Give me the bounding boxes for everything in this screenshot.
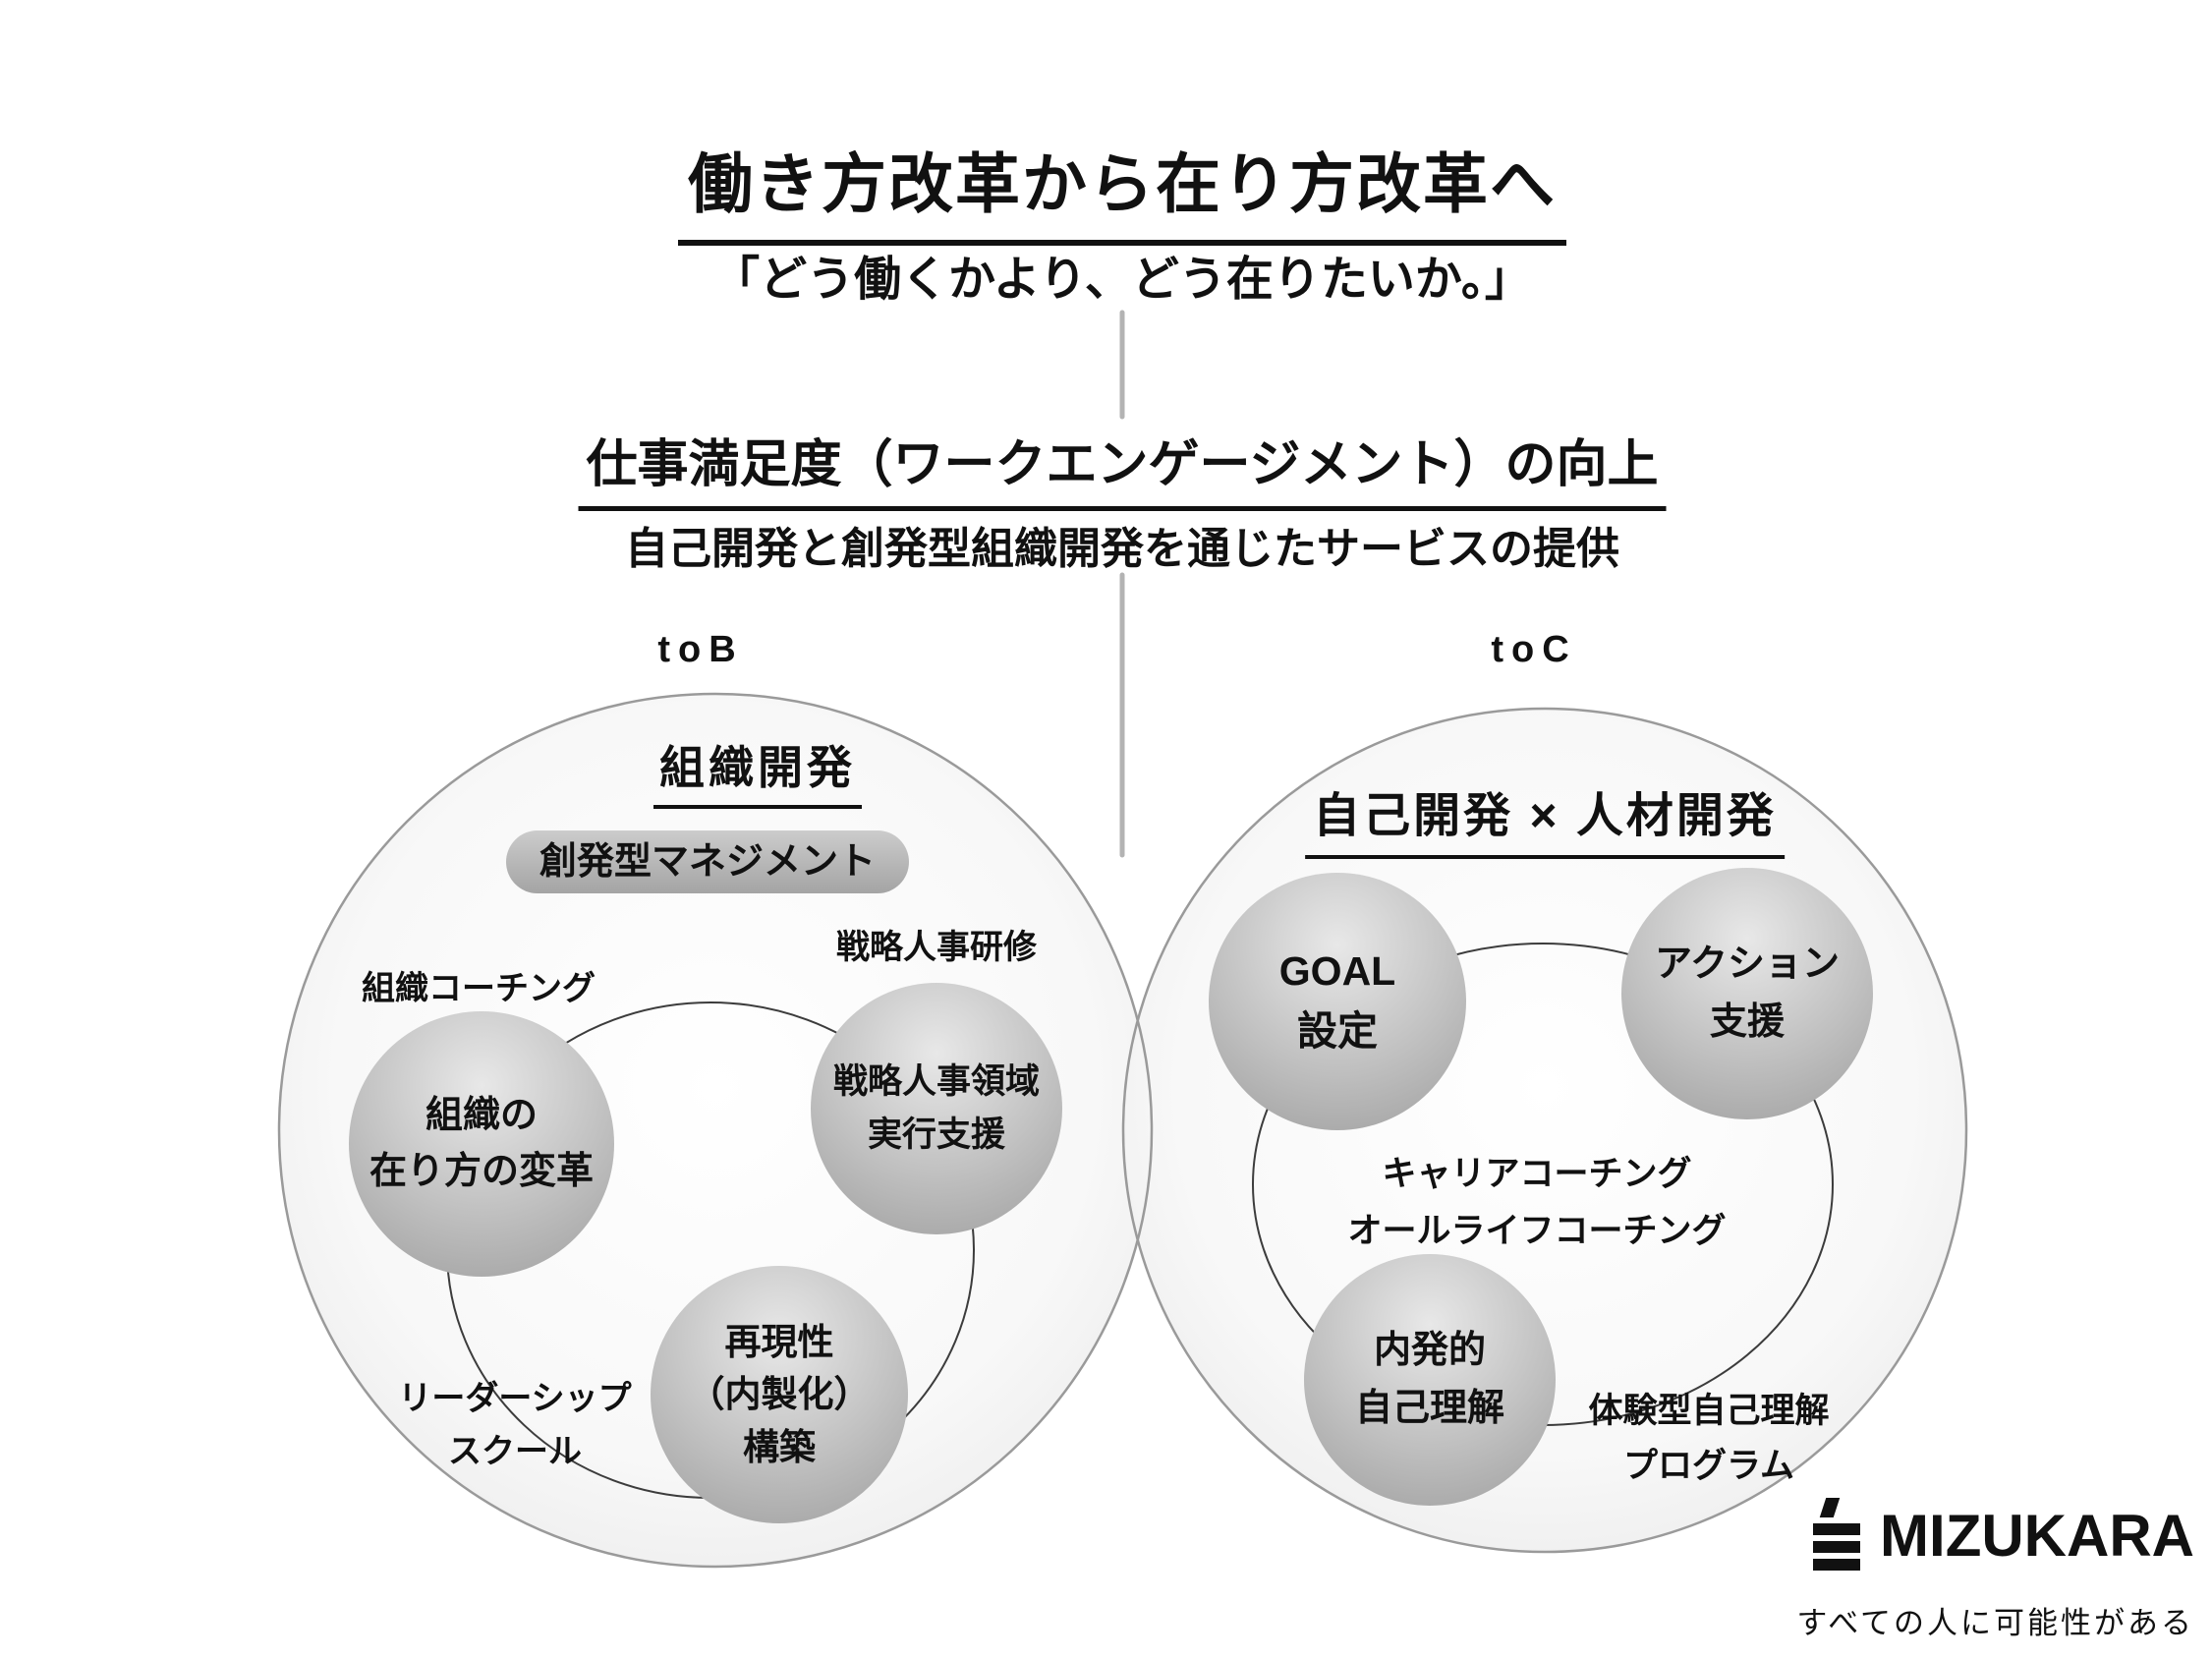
circle-text-line: （内製化）	[688, 1374, 871, 1415]
circle-text-line: 自己理解	[1354, 1388, 1504, 1429]
circle-text-line: 支援	[1709, 1001, 1785, 1043]
toc-annotation-career-coaching: キャリアコーチング オールライフコーチング	[1347, 1146, 1726, 1260]
toc-section-title: 自己開発 × 人材開発	[1305, 776, 1785, 859]
mizukara-logo-icon	[1813, 1498, 1868, 1573]
logo-bar	[1813, 1523, 1861, 1535]
circle-text-line: 組織の	[425, 1095, 538, 1136]
toc-annotation-experience-program: 体験型自己理解 プログラム	[1588, 1384, 1829, 1494]
tob-label: toB	[657, 629, 744, 670]
brand-logo-row: MIZUKARA	[1813, 1498, 2194, 1573]
tob-circle-hr-execution: 戦略人事領域 実行支援	[811, 983, 1062, 1234]
annotation-line: オールライフコーチング	[1347, 1211, 1727, 1250]
circle-text-line: 在り方の変革	[369, 1151, 594, 1192]
annotation-line: キャリアコーチング	[1382, 1155, 1692, 1193]
brand-logo-block: MIZUKARA すべての人に可能性がある	[1796, 1498, 2194, 1642]
logo-accent-mark	[1819, 1498, 1841, 1517]
tob-circle-reproducibility: 再現性 （内製化） 構築	[651, 1266, 908, 1523]
tob-management-pill: 創発型マネジメント	[506, 830, 909, 893]
circle-text-line: 内発的	[1373, 1330, 1486, 1372]
annotation-line: プログラム	[1623, 1447, 1794, 1485]
toc-circle-self-understanding: 内発的 自己理解	[1304, 1254, 1556, 1506]
toc-circle-outline	[1121, 707, 1968, 1554]
circle-text-line: アクション	[1654, 944, 1841, 986]
annotation-line: リーダーシップ	[398, 1380, 632, 1417]
circle-text-line: 構築	[743, 1426, 816, 1467]
annotation-line: スクール	[447, 1433, 582, 1471]
brand-wordmark: MIZUKARA	[1880, 1502, 2194, 1569]
circle-text-line: 実行支援	[867, 1116, 1005, 1154]
circle-text-line: 設定	[1297, 1008, 1378, 1054]
brand-tagline: すべての人に可能性がある	[1796, 1606, 2194, 1640]
toc-label: toC	[1491, 629, 1577, 670]
engagement-subheading: 自己開発と創発型組織開発を通じたサービスの提供	[625, 525, 1619, 573]
tob-annotation-leadership-school: リーダーシップ スクール	[398, 1372, 631, 1479]
annotation-line: 体験型自己理解	[1588, 1392, 1830, 1430]
circle-text-line: GOAL	[1278, 947, 1396, 994]
tob-circle-outline	[277, 692, 1154, 1569]
tob-circle-fill	[279, 694, 1152, 1567]
circle-text-line: 戦略人事領域	[832, 1061, 1040, 1101]
tob-section-title: 組織開発	[653, 732, 862, 809]
logo-bar	[1813, 1559, 1861, 1571]
tob-circle-org-change: 組織の 在り方の変革	[349, 1011, 614, 1277]
tob-annotation-hr-training: 戦略人事研修	[836, 929, 1037, 966]
tob-annotation-org-coaching: 組織コーチング	[362, 970, 596, 1007]
circle-text-line: 再現性	[724, 1321, 834, 1362]
toc-circle-action-support: アクション 支援	[1621, 868, 1873, 1119]
toc-circle-goal-setting: GOAL 設定	[1209, 873, 1466, 1130]
page-subtitle: 「どう働くかより、どう在りたいか。」	[712, 254, 1532, 306]
logo-bar	[1813, 1541, 1861, 1553]
engagement-heading: 仕事満足度（ワークエンゲージメント）の向上	[578, 423, 1667, 511]
page-title: 働き方改革から在り方改革へ	[678, 132, 1566, 246]
